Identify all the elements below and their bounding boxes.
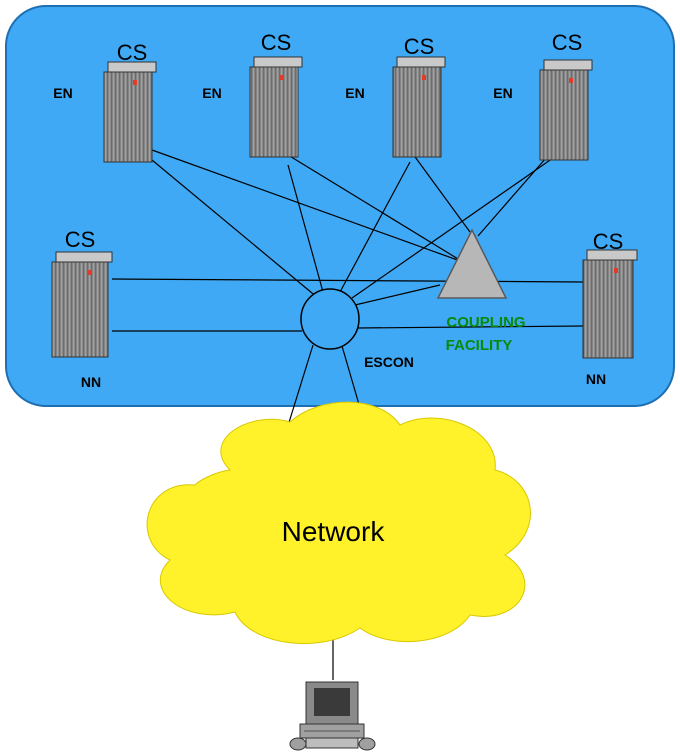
network-label: Network (282, 516, 386, 547)
connection-lines (111, 149, 584, 680)
server-top-1 (103, 61, 157, 163)
server-top-2 (249, 56, 303, 158)
coupling-facility-label-line1: COUPLING (446, 314, 525, 331)
coupling-facility-label-line2: FACILITY (446, 337, 513, 354)
escon-hub (300, 288, 360, 350)
cs-label-top-3: CS (404, 34, 435, 59)
en-label-1: EN (53, 85, 72, 101)
server-right-nn (582, 249, 638, 359)
workstation-icon (289, 681, 376, 751)
cs-label-top-1: CS (117, 40, 148, 65)
server-top-3 (392, 56, 446, 158)
server-left-nn (51, 251, 113, 358)
cs-label-top-2: CS (261, 30, 292, 55)
cs-label-top-4: CS (552, 30, 583, 55)
network-cloud (146, 401, 531, 645)
server-top-4 (539, 59, 593, 161)
en-label-2: EN (202, 85, 221, 101)
nn-label-right: NN (586, 371, 606, 387)
escon-label: ESCON (364, 354, 414, 370)
en-label-4: EN (493, 85, 512, 101)
coupling-facility-icon (436, 228, 508, 299)
cs-label-right: CS (593, 229, 624, 254)
nn-label-left: NN (81, 374, 101, 390)
cs-label-left: CS (65, 227, 96, 252)
en-label-3: EN (345, 85, 364, 101)
